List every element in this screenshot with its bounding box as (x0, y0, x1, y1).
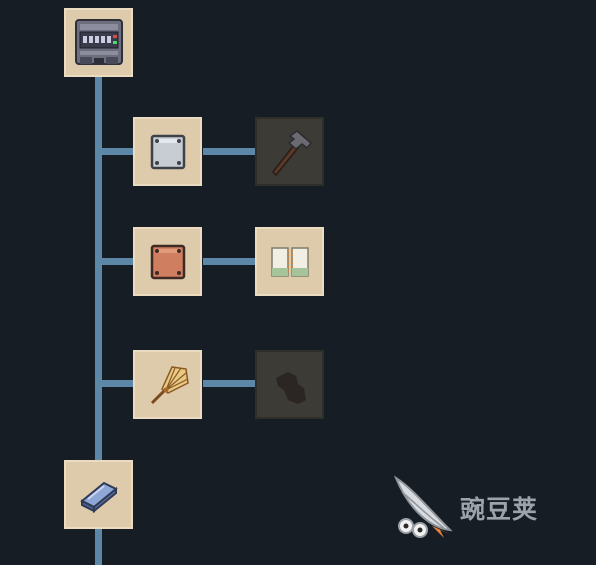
hammer-icon (271, 129, 312, 176)
machine-console-icon (74, 18, 123, 65)
branch-connector-c (95, 380, 133, 387)
paper-panel-icon (270, 246, 309, 277)
tree-node-root[interactable] (64, 8, 133, 77)
watermark: 豌豆荚 (388, 470, 578, 545)
link-connector-c (203, 380, 255, 387)
tree-node-tier2-c[interactable] (255, 350, 324, 419)
wooden-fan-icon (150, 365, 189, 404)
tree-node-tier2-b[interactable] (255, 227, 324, 296)
pea-pod-logo-icon (393, 474, 453, 538)
tree-node-tier1-c[interactable] (133, 350, 202, 419)
unknown-item-silhouette-icon (275, 371, 306, 404)
branch-connector-b (95, 258, 133, 265)
branch-connector-a (95, 148, 133, 155)
metal-ingot-icon (79, 481, 118, 513)
watermark-text: 豌豆荚 (460, 495, 539, 524)
tree-node-tier1-a[interactable] (133, 117, 202, 186)
steel-plate-icon (150, 134, 185, 169)
link-connector-b (203, 258, 255, 265)
tree-node-tier1-b[interactable] (133, 227, 202, 296)
copper-plate-icon (150, 244, 185, 279)
tree-trunk-connector (95, 76, 102, 565)
link-connector-a (203, 148, 255, 155)
tree-node-bottom[interactable] (64, 460, 133, 529)
tree-node-tier2-a[interactable] (255, 117, 324, 186)
